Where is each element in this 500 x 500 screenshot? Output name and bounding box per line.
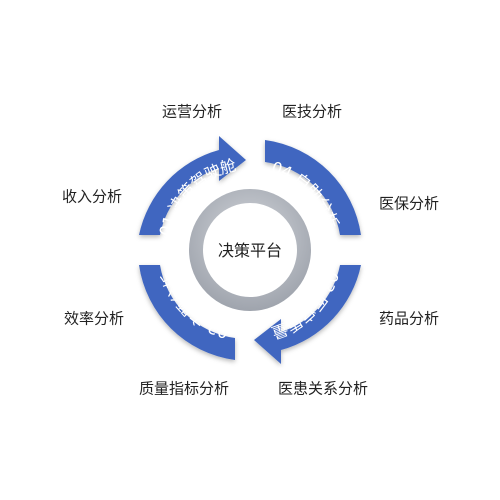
label-doctor-patient-analysis: 医患关系分析 (277, 379, 369, 398)
label-insurance-analysis: 医保分析 (378, 194, 440, 213)
label-efficiency-analysis: 效率分析 (63, 309, 125, 328)
center-circle (203, 203, 297, 297)
segment-self-service-analysis (265, 140, 361, 235)
segment-medical-quality (254, 265, 361, 364)
segment-theme-analysis (139, 265, 235, 360)
segment-decision-cockpit (139, 136, 246, 235)
center-label: 决策平台 (218, 241, 282, 260)
label-quality-indicator-analysis: 质量指标分析 (138, 379, 230, 398)
label-operations-analysis: 运营分析 (161, 102, 223, 121)
label-revenue-analysis: 收入分析 (61, 187, 123, 206)
label-medical-tech-analysis: 医技分析 (281, 102, 343, 121)
label-drug-analysis: 药品分析 (378, 309, 440, 328)
